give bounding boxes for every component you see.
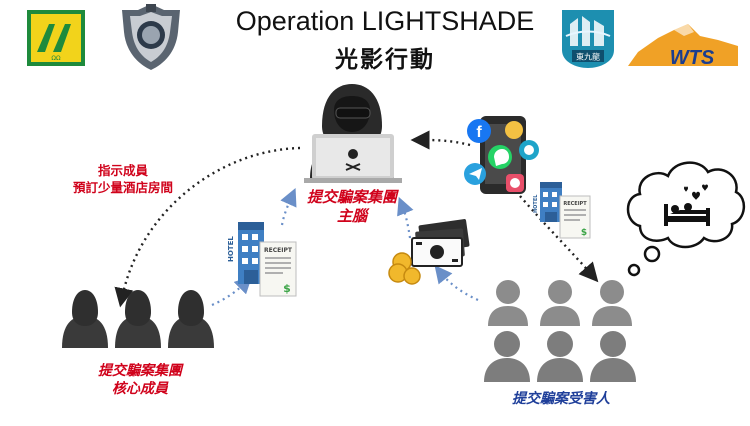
mastermind-label: 提交騙案集團 主腦 bbox=[292, 188, 412, 226]
victims-label: 提交騙案受害人 bbox=[486, 390, 636, 408]
arrow-receipt-to-mastermind bbox=[280, 187, 297, 226]
arrow-money-to-mastermind bbox=[397, 196, 414, 239]
hotel-receipt-right-icon: HOTEL RECEIPT $ bbox=[533, 182, 591, 239]
core-members-label-line2: 核心成員 bbox=[112, 381, 168, 397]
receipt-label-right: RECEIPT bbox=[563, 201, 587, 207]
arrow-apps-to-mastermind bbox=[410, 130, 471, 150]
hacker-icon bbox=[304, 84, 402, 183]
hotel-sign-left: HOTEL bbox=[227, 236, 235, 262]
arrow-core-to-receipt bbox=[211, 275, 253, 307]
victims-label-text: 提交騙案受害人 bbox=[512, 391, 610, 407]
core-members-icon bbox=[62, 290, 214, 348]
east-kowloon-logo-icon: 東九龍 bbox=[562, 10, 614, 68]
wts-logo-icon: WTS bbox=[628, 24, 738, 68]
svg-text:f: f bbox=[476, 124, 482, 141]
arrow-mastermind-to-core bbox=[114, 146, 301, 308]
wts-logo-text: WTS bbox=[670, 47, 715, 68]
arrow-apps-to-victims bbox=[519, 195, 599, 283]
core-members-label: 提交騙案集團 核心成員 bbox=[70, 362, 210, 398]
instruction-line1: 指示成員 bbox=[97, 163, 148, 178]
arrow-victims-to-money bbox=[434, 265, 479, 302]
money-icon bbox=[388, 219, 470, 285]
instruction-line2: 預訂少量酒店房間 bbox=[72, 180, 173, 195]
left-logo-text: ΩΩ bbox=[51, 55, 61, 62]
kowloon-logo-text: 東九龍 bbox=[576, 52, 600, 62]
victims-icon bbox=[484, 280, 636, 382]
hotel-receipt-left-icon: HOTEL RECEIPT $ bbox=[227, 222, 297, 297]
title-english: Operation LIGHTSHADE bbox=[235, 6, 535, 36]
core-members-label-line1: 提交騙案集團 bbox=[98, 363, 182, 379]
left-logo-icon: ΩΩ bbox=[27, 10, 85, 66]
mastermind-label-line2: 主腦 bbox=[336, 207, 367, 225]
instruction-label: 指示成員 預訂少量酒店房間 bbox=[48, 162, 198, 196]
receipt-label-left: RECEIPT bbox=[264, 247, 293, 254]
police-crest-icon bbox=[122, 4, 180, 70]
hotel-sign-right: HOTEL bbox=[533, 194, 539, 213]
phone-apps-icon: f bbox=[464, 116, 539, 194]
mastermind-label-line1: 提交騙案集團 bbox=[306, 188, 397, 206]
thought-bubble-icon bbox=[626, 161, 745, 277]
title-chinese: 光影行動 bbox=[335, 47, 435, 73]
receipt-dollar-left: $ bbox=[283, 282, 291, 295]
receipt-dollar-right: $ bbox=[581, 228, 587, 238]
